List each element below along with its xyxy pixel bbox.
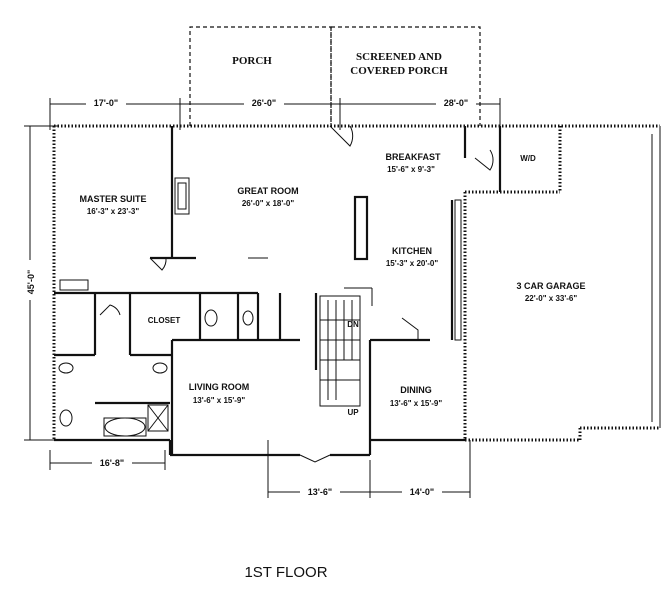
fixtures [58, 177, 462, 437]
kitchen-label: KITCHEN [392, 246, 432, 256]
closet-label: CLOSET [148, 316, 181, 325]
master-suite-label: MASTER SUITE [79, 194, 146, 204]
master-suite-size: 16'-3" x 23'-3" [87, 207, 140, 216]
garage-size: 22'-0" x 33'-6" [525, 294, 578, 303]
dining-size: 13'-6" x 15'-9" [390, 399, 443, 408]
dim-bottom-mid: 13'-6" [308, 487, 332, 497]
doors [99, 125, 494, 463]
stairs-dn-label: DN [347, 320, 359, 329]
living-room-size: 13'-6" x 15'-9" [193, 396, 246, 405]
great-room-size: 26'-0" x 18'-0" [242, 199, 295, 208]
great-room-label: GREAT ROOM [237, 186, 298, 196]
breakfast-size: 15'-6" x 9'-3" [387, 165, 435, 174]
staircase [319, 287, 373, 407]
dim-left-side: 45'-0" [26, 270, 36, 294]
dim-bottom-left: 16'-8" [100, 458, 124, 468]
dining-label: DINING [400, 385, 432, 395]
kitchen-size: 15'-3" x 20'-0" [386, 259, 439, 268]
breakfast-label: BREAKFAST [385, 152, 441, 162]
floor-title: 1ST FLOOR [244, 564, 327, 581]
garage-label: 3 CAR GARAGE [516, 281, 585, 291]
dim-top-left: 17'-0" [94, 98, 118, 108]
stairs-up-label: UP [347, 408, 359, 417]
dim-bottom-right: 14'-0" [410, 487, 434, 497]
living-room-label: LIVING ROOM [189, 382, 250, 392]
dim-top-right: 28'-0" [444, 98, 468, 108]
screened-porch-label-line1: SCREENED AND [356, 51, 442, 63]
porch-area [189, 26, 481, 126]
interior-walls [54, 126, 562, 455]
wd-label: W/D [520, 154, 536, 163]
dim-top-mid: 26'-0" [252, 98, 276, 108]
screened-porch-label-line2: COVERED PORCH [350, 65, 448, 77]
porch-label: PORCH [232, 55, 272, 67]
